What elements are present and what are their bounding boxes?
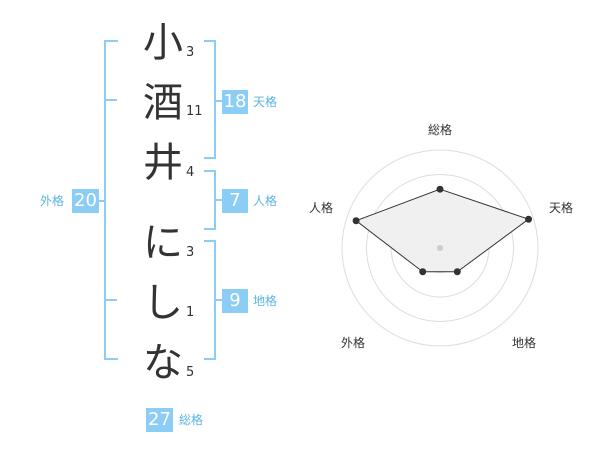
gaikaku-value: 20 (72, 189, 99, 213)
radar-axis-label-tenkaku: 天格 (549, 201, 574, 215)
soukaku-value: 27 (146, 408, 173, 432)
chikaku-label: 地格 (253, 294, 278, 308)
name-char-6: な (143, 340, 183, 386)
stroke-count-4: 3 (186, 245, 195, 260)
jinkaku-label: 人格 (253, 194, 278, 208)
stroke-count-6: 5 (186, 365, 195, 380)
radar-polygon (355, 188, 530, 273)
gaikaku-label: 外格 (40, 194, 65, 208)
radar-center-dot (437, 245, 443, 251)
stroke-count-3: 4 (186, 165, 195, 180)
stroke-count-5: 1 (186, 305, 195, 320)
chikaku-value: 9 (222, 289, 248, 313)
name-char-4: に (143, 220, 183, 266)
name-char-3: 井 (143, 140, 183, 186)
name-char-1: 小 (143, 20, 183, 66)
tenkaku-bracket (204, 40, 216, 159)
name-char-2: 酒 (143, 80, 183, 126)
radar-axis-label-gaikaku: 外格 (341, 336, 366, 350)
radar-point-3 (419, 268, 427, 276)
radar-ring-3 (366, 174, 514, 322)
soukaku-label: 総格 (179, 413, 204, 427)
radar-axis-label-jinkaku: 人格 (309, 201, 334, 215)
stroke-count-1: 3 (186, 45, 195, 60)
jinkaku-value: 7 (222, 189, 248, 213)
radar-ring-4 (341, 149, 539, 347)
stroke-count-2: 11 (186, 104, 203, 119)
tenkaku-label: 天格 (253, 95, 278, 109)
radar-point-0 (436, 185, 444, 193)
radar-point-2 (453, 268, 461, 276)
radar-axis-label-soukaku: 総格 (428, 123, 453, 137)
tenkaku-value: 18 (222, 90, 248, 114)
radar-axis-label-chikaku: 地格 (512, 336, 537, 350)
radar-point-4 (352, 217, 360, 225)
radar-point-1 (525, 215, 533, 223)
name-char-5: し (143, 280, 183, 326)
